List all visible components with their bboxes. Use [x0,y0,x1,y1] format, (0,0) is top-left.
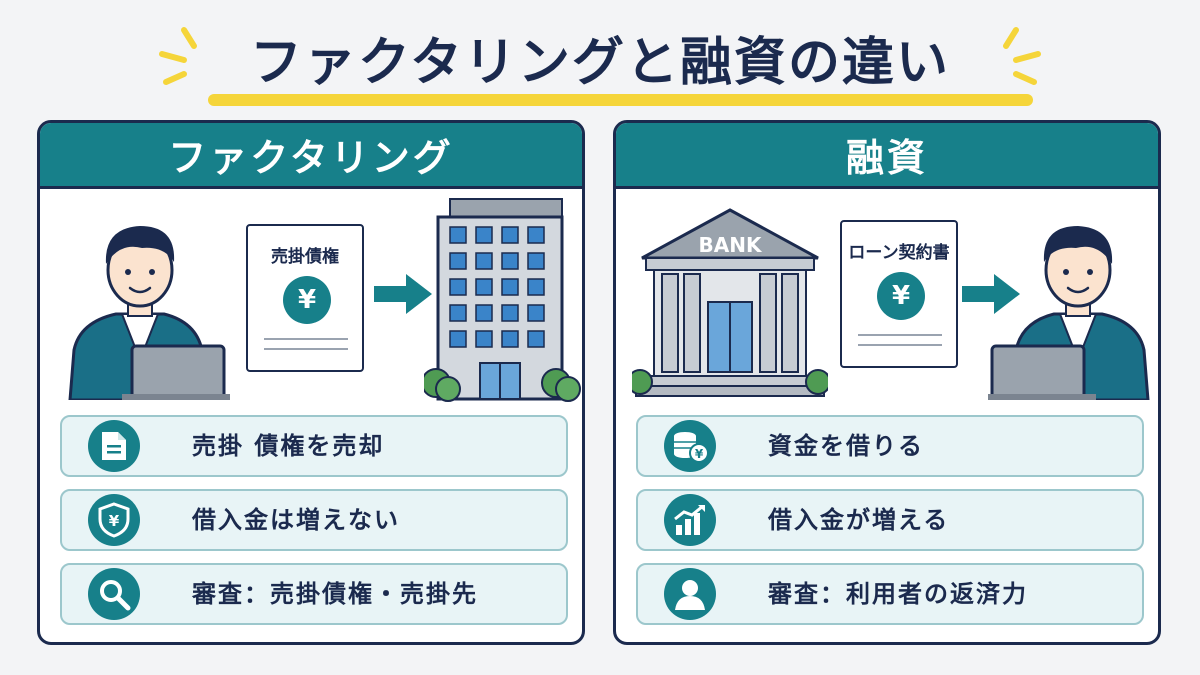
sparkle-lines-icon [159,27,197,85]
page-title: ファクタリングと融資の違い [250,33,950,93]
shield-yen-icon: ¥ [88,494,140,546]
document-line [264,348,348,350]
feature-row: 審査：利用者の返済力 [636,563,1144,625]
loan-panel: 融資 BANK ローン契約書 ¥ [613,120,1161,645]
bank-building-icon: BANK [632,208,828,397]
feature-row: 審査：売掛債権・売掛先 [60,563,568,625]
yen-icon: ¥ [283,276,331,324]
magnifier-icon [88,568,140,620]
office-building-icon [424,198,581,402]
feature-label: 借入金が増える [768,506,950,534]
factoring-panel: ファクタリング 売掛債権 ¥ [37,120,585,645]
arrow-right-icon [374,274,432,314]
document-line [858,344,942,346]
document-title: 売掛債権 [271,247,339,267]
factoring-illustration: 売掛債権 ¥ [40,192,582,407]
feature-label: 借入金は増えない [192,506,400,534]
yen-icon: ¥ [877,272,925,320]
person-with-laptop-icon [68,226,230,400]
person-with-laptop-icon [988,226,1150,400]
arrow-right-icon [962,274,1020,314]
coins-yen-icon: ¥ [664,420,716,472]
panel-title: ファクタリング [168,136,454,180]
document-title: ローン契約書 [848,243,950,263]
feature-label: 資金を借りる [768,432,924,460]
feature-label: 審査：利用者の返済力 [768,580,1028,608]
panel-header: ファクタリング [40,123,582,189]
loan-contract-document: ローン契約書 ¥ [840,220,958,368]
title-area: ファクタリングと融資の違い [0,14,1200,106]
growth-chart-icon [664,494,716,546]
feature-row: ¥ 借入金は増えない [60,489,568,551]
sparkle-lines-icon [1003,27,1041,85]
document-icon [88,420,140,472]
feature-label: 審査：売掛債権・売掛先 [192,580,478,608]
feature-row: 売掛 債権を売却 [60,415,568,477]
user-icon [664,568,716,620]
svg-text:¥: ¥ [695,447,704,461]
receivables-document: 売掛債権 ¥ [246,224,364,372]
panel-header: 融資 [616,123,1158,189]
svg-text:¥: ¥ [109,512,120,530]
bank-sign: BANK [699,233,763,257]
feature-row: 借入金が増える [636,489,1144,551]
document-line [264,338,348,340]
document-line [858,334,942,336]
panel-title: 融資 [845,136,928,180]
title-underline [208,94,1033,106]
loan-illustration: BANK ローン契約書 ¥ [616,192,1158,407]
feature-row: ¥ 資金を借りる [636,415,1144,477]
feature-label: 売掛 債権を売却 [192,432,385,460]
